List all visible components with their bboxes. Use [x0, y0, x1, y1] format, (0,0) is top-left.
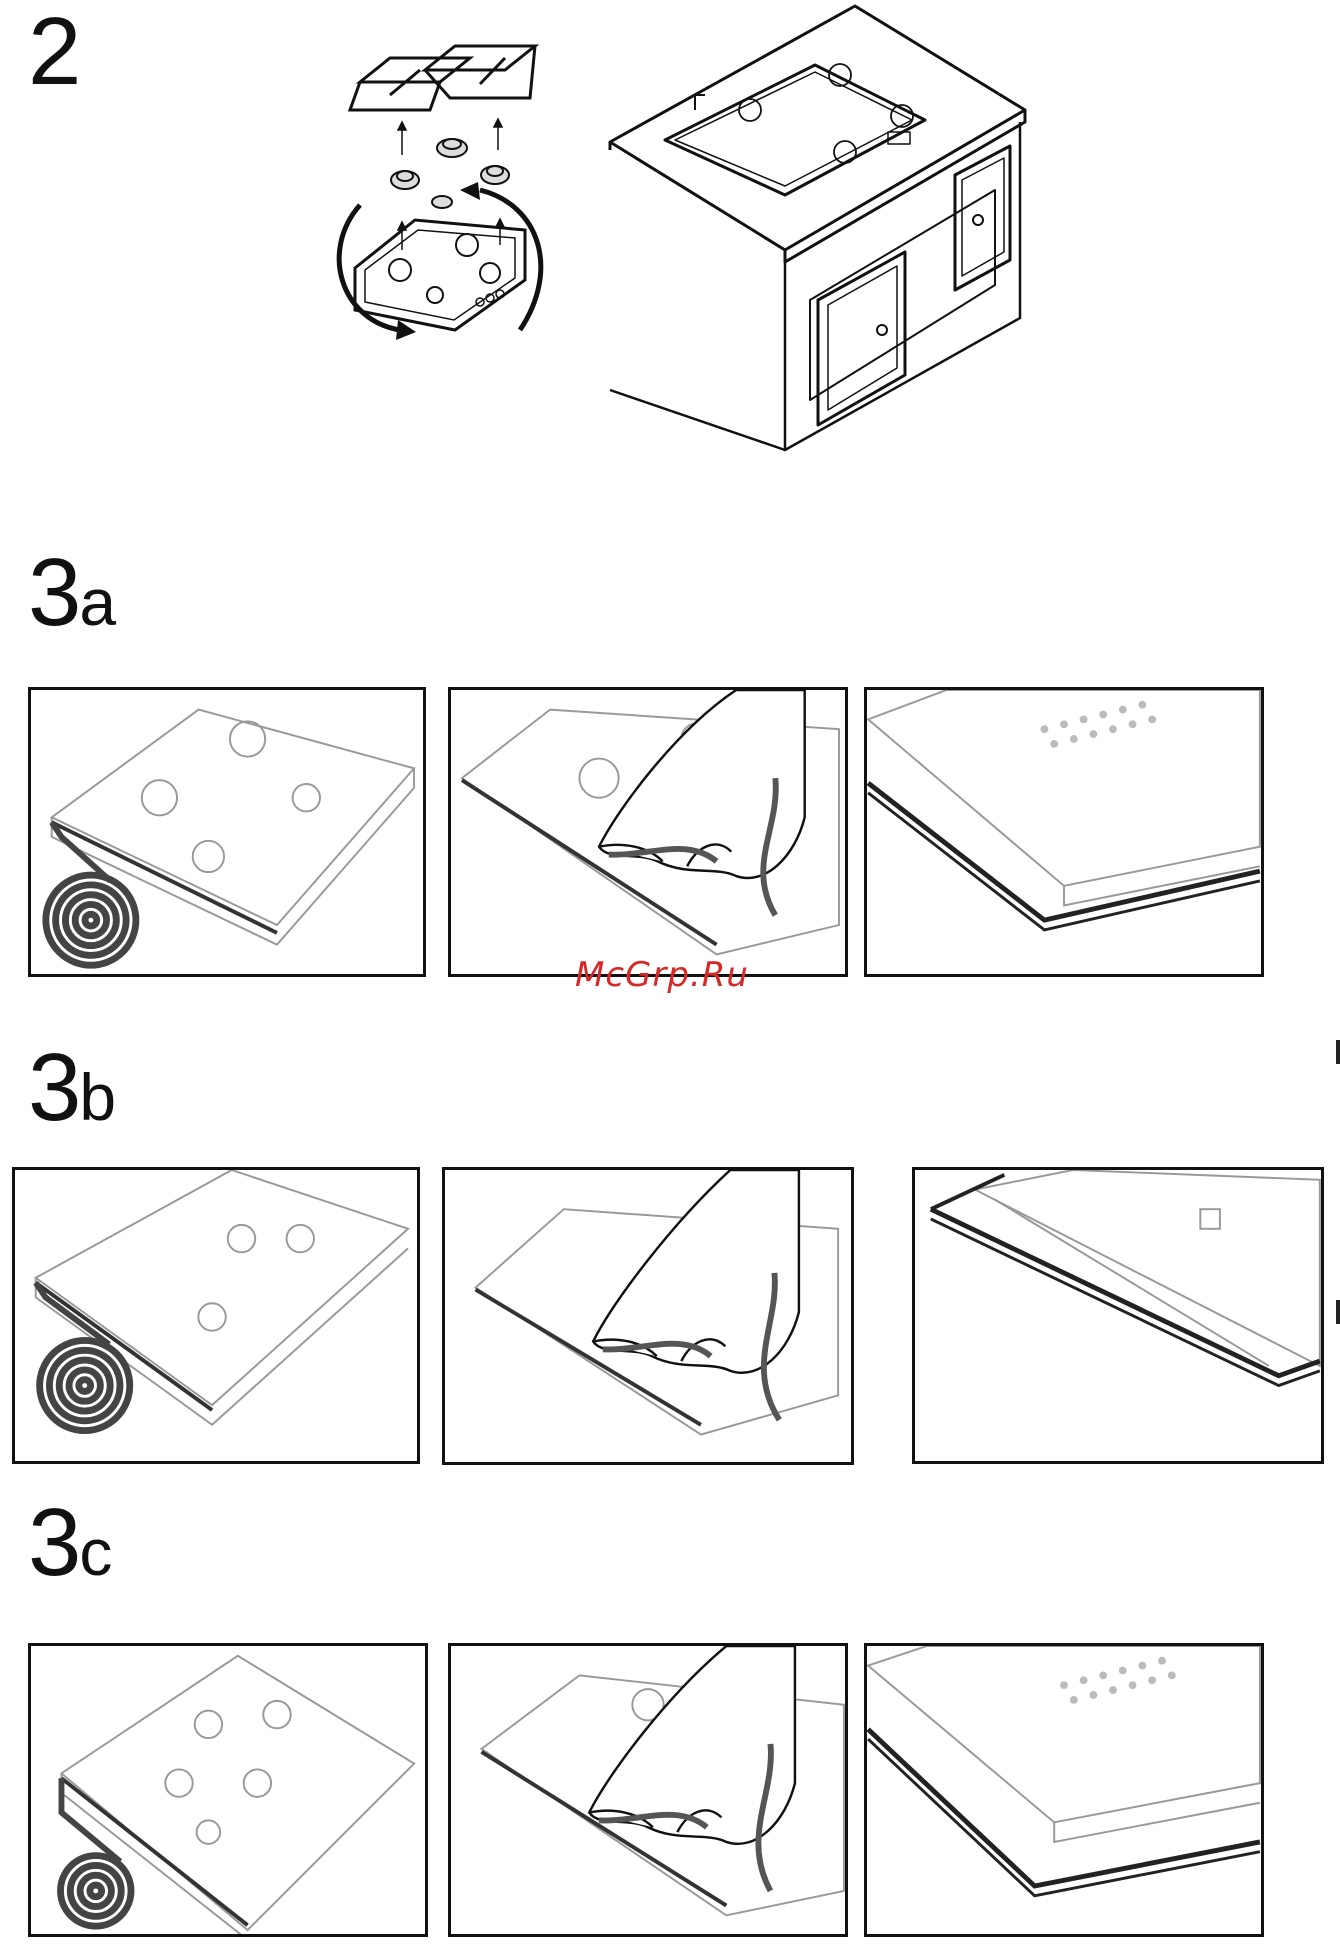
step-number: 2 [28, 0, 79, 105]
hob-body [355, 220, 525, 330]
hob-exploded-illustration [330, 40, 570, 360]
panel-3a-2 [448, 687, 848, 977]
inset-hob [665, 65, 925, 195]
panel-3c-3 [864, 1643, 1264, 1937]
hand-applying-gasket [445, 1170, 851, 1462]
step-2-label: 2 [28, 4, 79, 100]
page-edge-mark [1336, 1040, 1340, 1064]
kitchen-cabinet-illustration [600, 0, 1030, 460]
step-number: 3 [28, 539, 79, 646]
panel-3c-2 [448, 1643, 848, 1937]
hob-underside-with-gasket-roll [31, 1646, 425, 1934]
step-number: 3 [28, 1489, 79, 1596]
gasket-roll-icon [46, 875, 136, 965]
panel-3a-3 [864, 687, 1264, 977]
panel-3b-1 [12, 1167, 420, 1464]
gasket-fitted-closeup [915, 1170, 1321, 1461]
step-3b-label: 3b [28, 1040, 116, 1136]
step-sub-letter: c [79, 1515, 112, 1589]
panel-3a-1 [28, 687, 426, 977]
burner-caps [391, 139, 509, 208]
panel-3b-2 [442, 1167, 854, 1465]
step-number: 3 [28, 1034, 79, 1141]
cabinet-door-left [818, 252, 905, 425]
step-sub-letter: a [79, 565, 116, 639]
step-3c-label: 3c [28, 1495, 112, 1591]
step-3a-label: 3a [28, 545, 116, 641]
hand-applying-gasket [451, 1646, 845, 1934]
vent-holes [1040, 701, 1156, 748]
step-sub-letter: b [79, 1060, 116, 1134]
hob-underside-with-gasket-roll [31, 690, 423, 974]
watermark-text: McGrp.Ru [575, 955, 749, 995]
rotate-arrows-icon [339, 190, 541, 330]
vent-holes [1060, 1657, 1176, 1704]
gasket-fitted-closeup [867, 690, 1261, 974]
hob-underside-with-gasket-roll [15, 1170, 417, 1461]
gasket-roll-icon [60, 1856, 131, 1927]
pan-supports [350, 46, 535, 110]
gasket-fitted-closeup [867, 1646, 1261, 1934]
gasket-roll-icon [40, 1340, 130, 1430]
hand-applying-gasket [451, 690, 845, 974]
panel-3c-1 [28, 1643, 428, 1937]
panel-3b-3 [912, 1167, 1324, 1464]
page-edge-mark [1336, 1300, 1340, 1324]
